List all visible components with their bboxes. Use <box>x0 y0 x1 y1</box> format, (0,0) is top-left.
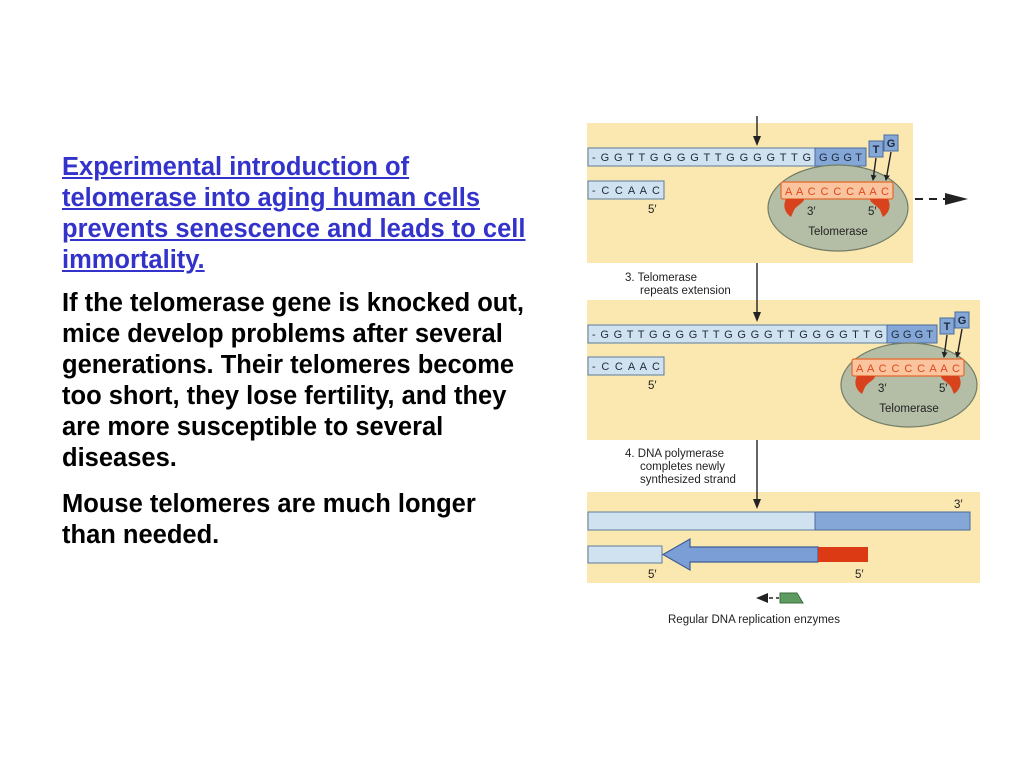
paragraph-line: than needed. <box>62 521 220 549</box>
paragraph-line: Mouse telomeres are much longer <box>62 490 476 518</box>
top-strand-end-label: 3′ <box>954 499 963 511</box>
nucleotide-box <box>954 311 970 329</box>
rna-template-box <box>780 181 894 200</box>
link-line: Experimental introduction of <box>62 153 410 181</box>
nucleotide-arrow <box>954 328 963 358</box>
panel-strand-completion: 3′ 5′ 5′ <box>587 492 980 583</box>
lower-strand-sequence: - C C A A C <box>592 185 660 197</box>
panel-telomerase-binding: - G G T T G G G G T T G G G G T T G G G … <box>587 116 913 263</box>
template-end-left-label: 3′ <box>878 383 887 395</box>
nucleotide-letter: G <box>887 138 896 150</box>
panel-background <box>587 492 980 583</box>
upper-strand-sequence: - G G T T G G G G T T G G G G T T G G G … <box>592 329 883 341</box>
step-4-label: completes newly <box>640 461 725 473</box>
link-line: immortality. <box>62 246 205 274</box>
panel-repeat-extension: - G G T T G G G G T T G G G G T T G G G … <box>587 300 980 440</box>
primer-box <box>818 547 868 562</box>
telomerase-immortality-link[interactable]: Experimental introduction of telomerase … <box>62 152 525 276</box>
telomerase-label: Telomerase <box>808 226 867 238</box>
step-3-label: repeats extension <box>640 285 731 297</box>
nucleotide-box <box>939 317 955 335</box>
template-left-hook <box>784 199 804 217</box>
paragraph-line: generations. Their telomeres become <box>62 351 515 379</box>
knockout-paragraph: If the telomerase gene is knocked out, m… <box>62 288 524 474</box>
replication-enzyme-icon <box>779 592 804 604</box>
flow-arrow <box>753 492 761 509</box>
link-paragraph: Experimental introduction of telomerase … <box>62 152 525 276</box>
bottom-left-end-label: 5′ <box>648 569 657 581</box>
template-right-hook <box>941 376 961 394</box>
extended-telomere-bar <box>814 511 971 531</box>
nucleotide-arrow <box>883 151 892 181</box>
incoming-nucleotides: T G <box>939 311 970 358</box>
replication-enzyme-legend: Regular DNA replication enzymes <box>668 592 840 626</box>
parental-strand-bar <box>587 511 816 531</box>
legend-label: Regular DNA replication enzymes <box>668 614 840 626</box>
nucleotide-box <box>868 140 884 158</box>
nucleotide-letter: T <box>873 144 880 156</box>
added-repeat-sequence: G G G T <box>891 329 933 341</box>
incoming-nucleotides: T G <box>868 134 899 181</box>
telomerase-enzyme: A A C C C C A A C 3′ 5′ Telomerase <box>840 342 978 428</box>
nucleotide-box <box>883 134 899 152</box>
upper-strand-sequence: - G G T T G G G G T T G G G G T T G <box>592 152 811 164</box>
template-end-right-label: 5′ <box>868 206 877 218</box>
template-right-hook <box>870 199 890 217</box>
step-4-label: synthesized strand <box>640 474 736 486</box>
lower-strand-end-label: 5′ <box>648 204 657 216</box>
paragraph-line: diseases. <box>62 444 177 472</box>
template-end-right-label: 5′ <box>939 383 948 395</box>
flow-arrow <box>753 116 761 146</box>
telomerase-mechanism-diagram: - G G T T G G G G T T G G G G T T G G G … <box>587 116 980 626</box>
flow-arrow <box>753 300 761 322</box>
mouse-telomere-paragraph: Mouse telomeres are much longer than nee… <box>62 489 476 551</box>
nucleotide-letter: T <box>944 321 951 333</box>
step-4-label: 4. DNA polymerase <box>625 448 724 460</box>
lower-strand-box <box>587 545 663 564</box>
step-3-label: 3. Telomerase <box>625 272 697 284</box>
link-line: telomerase into aging human cells <box>62 184 481 212</box>
lower-strand-sequence: - C C A A C <box>592 361 660 373</box>
rna-template-sequence: A A C C C C A A C <box>785 186 889 198</box>
template-left-hook <box>855 376 875 394</box>
paragraph-line: If the telomerase gene is knocked out, <box>62 289 524 317</box>
lower-strand-box <box>587 180 665 200</box>
nucleotide-letter: G <box>958 315 967 327</box>
nucleotide-arrow <box>870 157 877 181</box>
lower-strand-box <box>587 356 665 376</box>
rna-template-box <box>851 358 965 377</box>
translocation-arrow <box>915 193 968 205</box>
paragraph-line: mice develop problems after several <box>62 320 503 348</box>
bottom-right-end-label: 5′ <box>855 569 864 581</box>
paragraph-line: too short, they lose fertility, and they <box>62 382 507 410</box>
legend-arrowhead <box>756 593 768 603</box>
link-line: prevents senescence and leads to cell <box>62 215 526 243</box>
rna-template-sequence: A A C C C C A A C <box>856 363 960 375</box>
nucleotide-arrow <box>941 334 948 358</box>
paragraph-line: are more susceptible to several <box>62 413 444 441</box>
template-end-left-label: 3′ <box>807 206 816 218</box>
telomerase-label: Telomerase <box>879 403 938 415</box>
lower-strand-end-label: 5′ <box>648 380 657 392</box>
telomerase-enzyme: A A C C C C A A C 3′ 5′ Telomerase <box>767 164 909 252</box>
added-repeat-sequence: G G G T <box>819 152 862 164</box>
